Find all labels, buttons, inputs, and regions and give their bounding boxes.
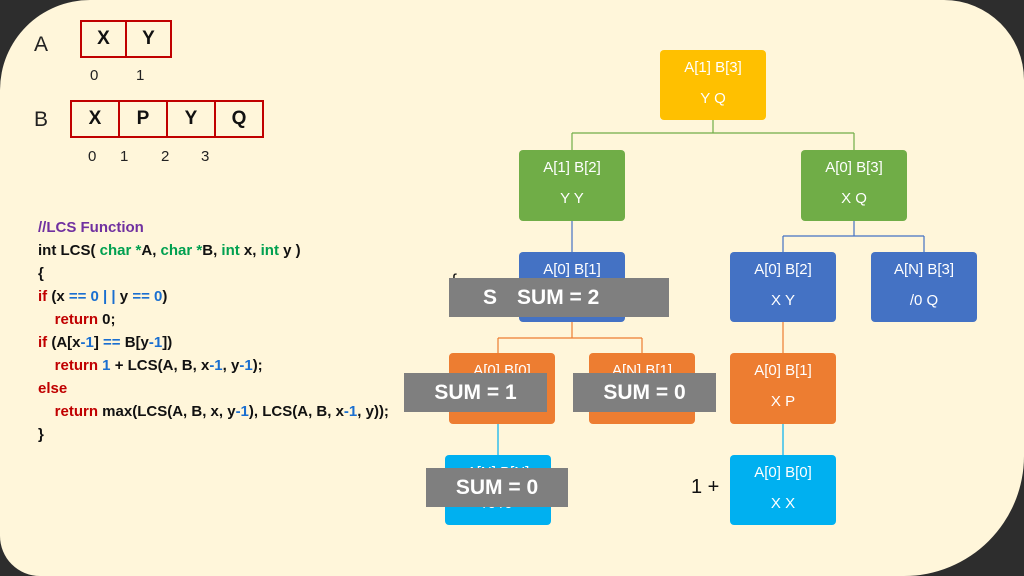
plus-one-label: 1 + — [691, 476, 720, 498]
frame-corner — [934, 0, 1024, 90]
array-b-index: 3 — [201, 148, 210, 165]
sum-overlay: SUM = 0 — [573, 373, 716, 412]
sum-overlay: S SUM = 2 — [449, 278, 669, 317]
array-a-label: A — [34, 33, 49, 56]
edge — [571, 120, 855, 150]
array-a-index: 1 — [136, 67, 145, 84]
frame-corner — [884, 456, 1024, 576]
tree-node: A[N] B[3]/0 Q — [871, 252, 977, 322]
code-line: if (x == 0 | | y == 0) — [38, 288, 168, 305]
tree-node: A[0] B[1]X P — [730, 353, 836, 424]
tree-node: A[0] B[0]X X — [730, 455, 836, 525]
sum-overlay: SUM = 1 — [404, 373, 547, 412]
array-a-cell: Y — [125, 22, 170, 56]
array-b-label: B — [34, 108, 49, 131]
code-line: return 1 + LCS(A, B, x-1, y-1); — [54, 357, 263, 374]
tree-node: A[1] B[2]Y Y — [519, 150, 625, 221]
array-b-cell: P — [118, 102, 166, 136]
code-line: int LCS( char *A, char *B, int x, int y … — [38, 242, 301, 259]
code-block: //LCS Function int LCS( char *A, char *B… — [38, 216, 389, 446]
array-b-cell: Q — [214, 102, 262, 136]
array-b-index: 0 — [88, 148, 97, 165]
frame-corner — [0, 0, 140, 90]
sum-overlay: SUM = 0 — [426, 468, 568, 507]
code-line: return max(LCS(A, B, x, y-1), LCS(A, B, … — [54, 403, 389, 420]
code-line: return 0; — [54, 311, 116, 328]
code-line: else — [38, 380, 68, 397]
code-line: if (A[x-1] == B[y-1]) — [38, 334, 173, 351]
code-comment: //LCS Function — [38, 219, 144, 236]
code-line: { — [38, 265, 44, 282]
array-b: X P Y Q — [70, 100, 264, 138]
array-b-index: 2 — [161, 148, 170, 165]
tree-node: A[0] B[2]X Y — [730, 252, 836, 322]
array-b-cell: X — [88, 108, 102, 129]
array-b-index: 1 — [120, 148, 129, 165]
array-a: X Y — [80, 20, 172, 58]
tree-node: A[0] B[3]X Q — [801, 150, 907, 221]
edge — [782, 221, 925, 252]
edge — [497, 322, 643, 353]
array-a-cell: X — [97, 28, 110, 49]
array-b-cell: Y — [166, 102, 214, 136]
sum-prefix: S — [483, 285, 498, 309]
frame-corner — [0, 536, 60, 576]
array-a-index: 0 — [90, 67, 99, 84]
code-line: } — [38, 426, 44, 443]
tree-node-root: A[1] B[3]Y Q — [660, 50, 766, 120]
sum-value: SUM = 2 — [517, 285, 600, 309]
